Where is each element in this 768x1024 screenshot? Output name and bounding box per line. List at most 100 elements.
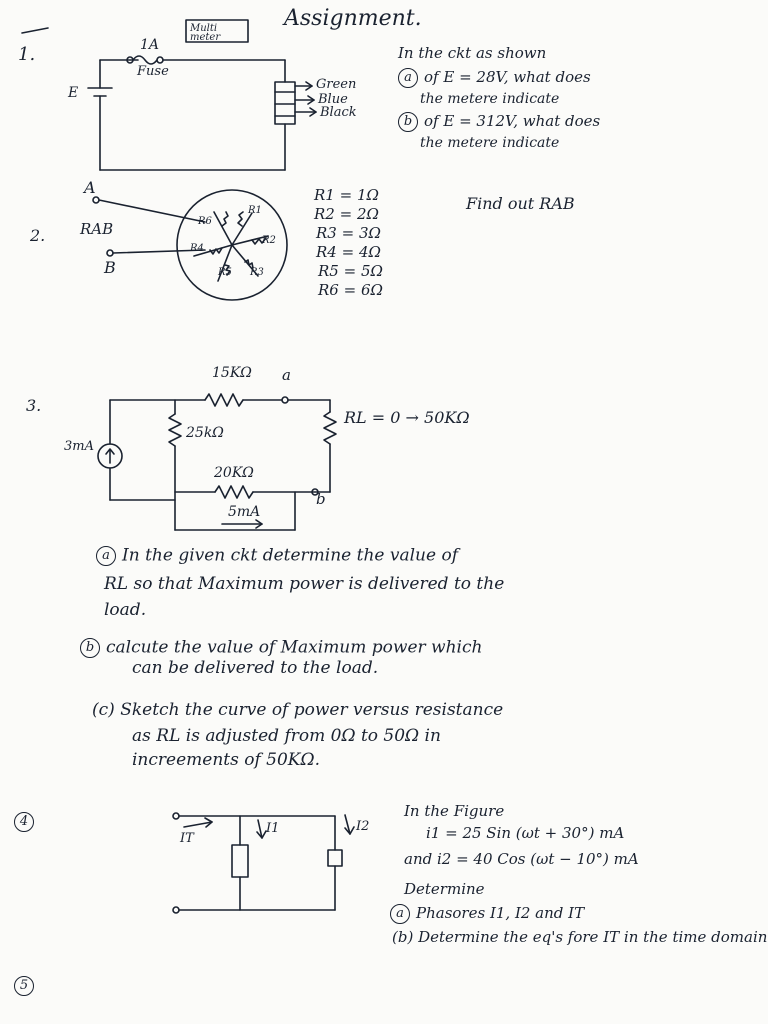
meter-probe-body [274,81,296,125]
it-arrow [183,821,213,828]
rl-label: RL = 0 → 50KΩ [344,408,470,427]
q3-part-a-line: load. [104,600,147,620]
node-b-terminal [106,249,114,257]
q4-terminal-bottom [172,906,180,914]
i2-arrowhead [344,826,355,835]
resistor-rl [323,411,337,445]
node-b-dot [311,488,319,496]
wire-a [98,199,206,223]
spoke-r1 [231,212,253,246]
q4-part-b-label: (b) [392,928,414,946]
resistor-label-r6: R6 [198,216,212,227]
fuse-label: Fuse [137,64,169,79]
spoke-r4 [193,244,233,257]
page-title: Assignment. [284,6,422,31]
rab-label: RAB [80,220,114,238]
source-5ma-label: 5mA [228,504,261,520]
q4-text-line: In the Figure [404,802,505,820]
source-arrowhead-3ma [105,448,115,455]
node-a-label: A [84,178,96,197]
q3-part-b-label: b [80,638,100,658]
q4-circuit [172,812,355,914]
spoke-r2 [231,235,269,246]
lead-black: Black [320,105,357,120]
node-b-label: B [104,258,116,277]
node-a-dot [281,396,289,404]
i2-label: I2 [356,819,370,834]
q3-part-a-line: In the given ckt determine the value of [122,545,458,566]
node-a-terminal [92,196,100,204]
q1-mark [21,27,49,34]
value-r1: R1 = 1Ω [314,186,379,204]
lead-blue: Blue [318,92,348,107]
q1-part-b-label: b [398,112,418,132]
q4-terminal-top [172,812,180,820]
q3-part-c-line: increements of 50KΩ. [132,750,321,770]
q1-text-line: the metere indicate [420,135,560,151]
multimeter-box [185,19,249,43]
value-r2: R2 = 2Ω [314,205,379,223]
q1-text-line: of E = 312V, what does [424,112,601,130]
fuse-symbol [132,55,158,65]
resistor-label-r4: R4 [190,243,204,254]
value-r3: R3 = 3Ω [316,224,381,242]
lead-arrowhead-blue [307,95,315,105]
resistor-label-r2: R2 [262,235,276,246]
q1-number: 1. [18,44,36,65]
resistor-15k-label: 15KΩ [212,365,252,381]
i1-label: I1 [266,821,280,836]
zig-r3 [244,259,254,269]
q4-number: 4 [14,812,34,832]
q3-node-b: b [316,490,326,508]
q3-number: 3. [26,396,42,415]
resistor-label-r1: R1 [248,205,262,216]
q4-part-a: Phasores I1, I2 and IT [416,904,585,922]
q1-part-a-label: a [398,68,418,88]
q3-circuit [97,393,337,531]
zig-r6 [221,211,229,227]
q4-text-line: and i2 = 40 Cos (ωt − 10°) mA [404,850,639,868]
value-r5: R5 = 5Ω [318,262,383,280]
q4-part-b: Determine the eq's fore IT in the time d… [418,928,768,946]
q1-text-line: In the ckt as shown [398,44,547,62]
zig-r1 [237,211,244,227]
q3-node-a: a [282,366,291,384]
q3-part-c-label: (c) [92,700,115,720]
resistor-20k-label: 20KΩ [214,465,254,481]
q4-part-a-label: a [390,904,410,924]
q3-part-a-label: a [96,546,116,566]
lead-green: Green [316,77,357,92]
meter-label: Multi meter [190,23,221,43]
q1-text-line: the metere indicate [420,91,560,107]
q5-number: 5 [14,976,34,996]
q3-part-b-line: can be delivered to the load. [132,658,379,678]
resistor-20k [214,485,254,499]
resistor-25k [168,413,182,447]
resistor-label-r3: R3 [250,267,264,278]
fuse-terminal-right [156,56,164,64]
resistor-25k-label: 25kΩ [186,425,224,441]
q3-part-c-line: as RL is adjusted from 0Ω to 50Ω in [132,726,441,746]
q1-circuit [21,19,317,171]
zig-r4 [209,247,223,255]
source-arrowhead-5ma [255,519,263,529]
i1-arrowhead [256,830,267,839]
lead-arrowhead-black [309,107,317,117]
element-1 [231,844,249,878]
value-r4: R4 = 4Ω [316,243,381,261]
resistor-label-r5: R5 [218,267,232,278]
q1-text-line: of E = 28V, what does [424,68,591,86]
zig-r5 [224,264,231,276]
element-2 [327,849,343,867]
wire-b [112,249,206,254]
source-3ma-label: 3mA [64,439,94,454]
q2-task: Find out RAB [466,194,575,213]
i2-arrow [344,814,351,835]
current-label: 1A [140,37,160,53]
q3-part-a-line: RL so that Maximum power is delivered to… [104,574,505,594]
value-r6: R6 = 6Ω [318,281,383,299]
q3-part-b-line: calcute the value of Maximum power which [106,637,483,658]
it-label: IT [180,831,194,846]
